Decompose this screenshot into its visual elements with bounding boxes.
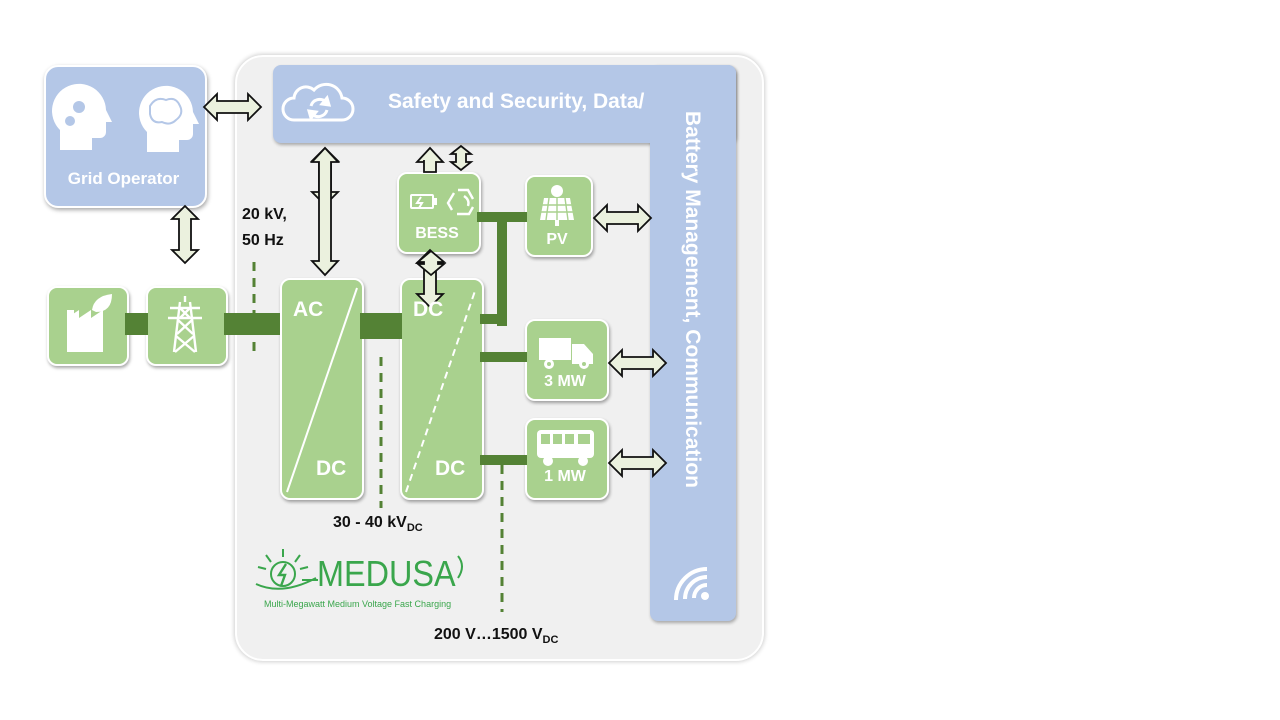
ac-dc-converter xyxy=(280,278,364,500)
power-lines xyxy=(125,212,527,465)
ac-dc-top-label: AC xyxy=(293,298,324,321)
bess-dcdc-short-arrow xyxy=(415,249,447,277)
cloud-sync-icon xyxy=(281,82,355,122)
grid-voltage-line2: 50 Hz xyxy=(242,232,284,249)
grid-to-banner-arrow xyxy=(203,93,262,121)
mv-dc-voltage: 30 - 40 kVDC xyxy=(333,514,423,534)
banner-bess-small-arrow xyxy=(448,144,474,172)
head-gears-icon xyxy=(52,83,112,150)
truck-to-banner-arrow xyxy=(608,349,667,377)
banner-bess-arrow xyxy=(414,146,446,173)
transmission-tower-icon xyxy=(168,296,202,353)
grid-operator-label: Grid Operator xyxy=(67,169,180,188)
pv-to-banner-arrow xyxy=(593,204,652,232)
factory-box xyxy=(47,286,129,366)
lv-dc-voltage: 200 V…1500 VDC xyxy=(434,626,558,646)
truck-icon xyxy=(539,338,593,369)
bus-to-banner-arrow xyxy=(608,449,667,477)
medusa-logo-sun-icon xyxy=(255,549,463,590)
bess-label: BESS xyxy=(415,225,459,242)
head-brain-icon xyxy=(139,85,199,152)
recycle-icon xyxy=(446,188,475,216)
truck-power-label: 3 MW xyxy=(544,373,586,390)
factory-icon xyxy=(67,294,112,352)
side-banner xyxy=(650,65,736,621)
lv-dc-sub: DC xyxy=(542,634,559,647)
lv-dc-value: 200 V…1500 V xyxy=(434,626,543,643)
ac-dc-bottom-label: DC xyxy=(316,457,347,480)
dc-dc-bottom-label: DC xyxy=(435,457,466,480)
grid-voltage-line1: 20 kV, xyxy=(242,206,287,223)
battery-icon xyxy=(410,194,437,209)
mv-dc-sub: DC xyxy=(406,522,423,535)
solar-panel-icon xyxy=(540,185,574,226)
voltage-markers xyxy=(252,262,504,612)
pv-label: PV xyxy=(546,231,568,248)
bus-icon xyxy=(537,430,594,466)
wifi-icon xyxy=(674,567,709,601)
operator-to-pylon-arrow xyxy=(171,205,199,264)
bus-power-label: 1 MW xyxy=(544,468,586,485)
banner-joint xyxy=(640,65,736,143)
medusa-logo-name: MEDUSA xyxy=(317,553,456,594)
banner-acdc-long-arrow xyxy=(309,146,341,277)
top-banner-label: Safety and Security, Data/ xyxy=(388,90,645,113)
ac-dc-diagonal xyxy=(286,287,358,493)
side-banner-label: Battery Management, Communication xyxy=(681,111,704,488)
dc-dc-top-label: DC xyxy=(413,298,444,321)
mv-dc-value: 30 - 40 kV xyxy=(333,514,407,531)
medusa-logo-tagline: Multi-Megawatt Medium Voltage Fast Charg… xyxy=(264,599,452,609)
